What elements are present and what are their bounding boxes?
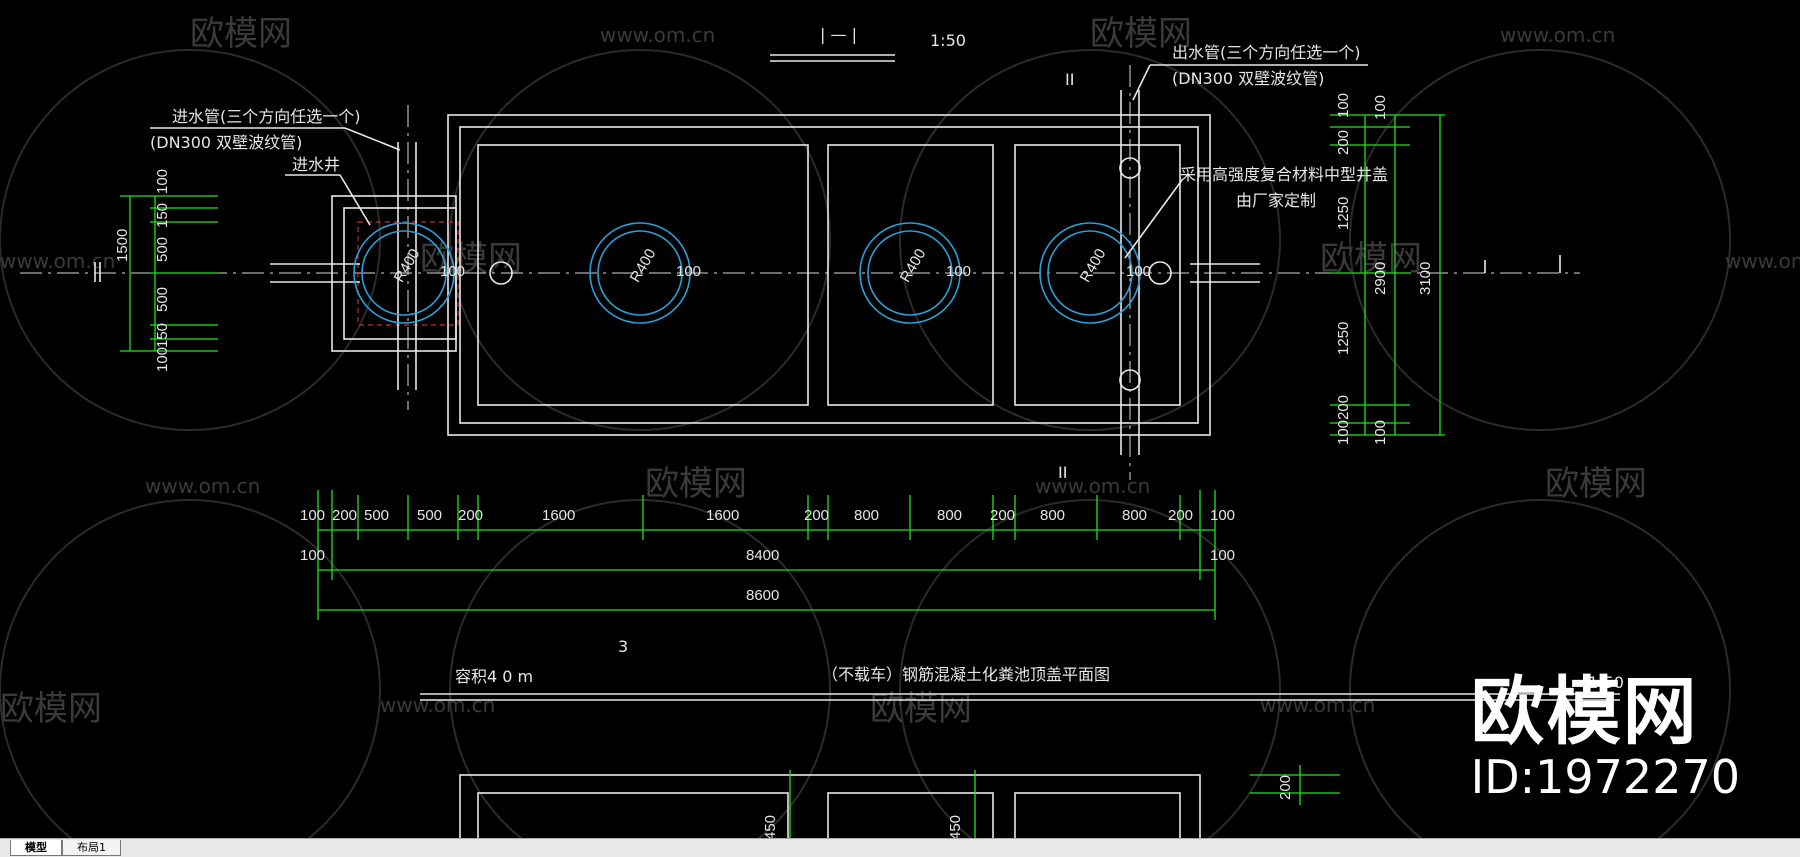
outlet-pipe-spec: (DN300 双壁波纹管)	[1172, 69, 1324, 88]
watermark-brand: 欧模网	[645, 464, 747, 504]
annotations: 进水管(三个方向任选一个) (DN300 双壁波纹管) 进水井 出水管(三个方向…	[150, 43, 1388, 259]
drawing-title: 容积4 0 m 3 （不载车）钢筋混凝土化粪池顶盖平面图 1:50	[420, 637, 1624, 701]
svg-text:1600: 1600	[542, 507, 575, 524]
svg-text:500: 500	[154, 237, 171, 262]
svg-text:500: 500	[364, 507, 389, 524]
watermark-url: www.om.cn	[0, 249, 115, 273]
watermark-url: www.om.cn	[1260, 693, 1375, 717]
section-scale: 1:50	[930, 31, 966, 50]
svg-text:R400: R400	[1077, 246, 1110, 286]
svg-text:450: 450	[762, 815, 779, 838]
tank-plan	[270, 90, 1260, 455]
svg-text:450: 450	[947, 815, 964, 838]
svg-text:100: 100	[1335, 420, 1352, 445]
svg-text:100: 100	[1210, 547, 1235, 564]
svg-text:200: 200	[332, 507, 357, 524]
svg-text:500: 500	[417, 507, 442, 524]
watermark-logo: 欧模网	[1470, 669, 1699, 755]
svg-text:100: 100	[440, 263, 465, 280]
cover-note: 由厂家定制	[1236, 191, 1316, 210]
watermark-url: www.om.cn	[145, 474, 260, 498]
section-mark: | — |	[820, 25, 857, 44]
svg-text:800: 800	[854, 507, 879, 524]
svg-text:100: 100	[1372, 95, 1389, 120]
section-mark-side: II	[1058, 463, 1067, 482]
section-mark-side: II	[1065, 70, 1074, 89]
svg-text:200: 200	[458, 507, 483, 524]
svg-text:100: 100	[1210, 507, 1235, 524]
watermark-brand: 欧模网	[420, 239, 522, 279]
svg-text:100: 100	[300, 547, 325, 564]
inlet-pipe-label: 进水管(三个方向任选一个)	[172, 107, 361, 126]
bottom-dimensions: 100 200 500 500 200 1600 1600 200 800 80…	[300, 490, 1235, 620]
svg-text:100: 100	[946, 263, 971, 280]
title-superscript: 3	[618, 637, 628, 656]
svg-text:8400: 8400	[746, 547, 779, 564]
manhole-covers	[353, 222, 1141, 324]
svg-text:150: 150	[154, 323, 171, 348]
svg-text:800: 800	[937, 507, 962, 524]
svg-text:100: 100	[1126, 263, 1151, 280]
svg-text:800: 800	[1040, 507, 1065, 524]
svg-text:1600: 1600	[706, 507, 739, 524]
watermark-circles	[0, 49, 1731, 838]
watermark-url: www.om.cn	[1725, 249, 1800, 273]
svg-text:200: 200	[804, 507, 829, 524]
cover-note: 采用高强度复合材料中型井盖	[1180, 165, 1388, 184]
watermark-brand: 欧模网	[1320, 239, 1422, 279]
watermark-brand: 欧模网	[870, 689, 972, 729]
svg-text:150: 150	[154, 203, 171, 228]
title-right: （不载车）钢筋混凝土化粪池顶盖平面图	[822, 665, 1110, 684]
svg-text:200: 200	[1335, 130, 1352, 155]
svg-text:100: 100	[1372, 420, 1389, 445]
svg-text:200: 200	[1335, 395, 1352, 420]
left-dimensions: 1500 100 150 500 500 150 100	[114, 169, 218, 372]
svg-text:100: 100	[300, 507, 325, 524]
watermark-url: www.om.cn	[1035, 474, 1150, 498]
layout-tab-bar: 模型 布局1	[0, 838, 1800, 857]
svg-text:R400: R400	[391, 246, 424, 286]
svg-text:R400: R400	[627, 246, 660, 286]
svg-text:500: 500	[154, 287, 171, 312]
watermark-url: www.om.cn	[380, 693, 495, 717]
svg-text:1250: 1250	[1335, 197, 1352, 230]
watermark-brand: 欧模网	[1090, 14, 1192, 54]
watermark-url: www.om.cn	[1500, 23, 1615, 47]
svg-text:200: 200	[1168, 507, 1193, 524]
svg-text:2900: 2900	[1372, 262, 1389, 295]
svg-text:100: 100	[676, 263, 701, 280]
section-view: 450 450 200	[459, 765, 1340, 838]
watermark-brand-block: 欧模网 ID:1972270	[1471, 672, 1740, 802]
svg-text:200: 200	[1277, 775, 1294, 800]
svg-text:200: 200	[990, 507, 1015, 524]
cad-drawing-canvas[interactable]: 欧模网 www.om.cn 欧模网 www.om.cn www.om.cn 欧模…	[0, 0, 1800, 838]
svg-text:800: 800	[1122, 507, 1147, 524]
right-dimensions: 100 200 1250 1250 200 100 100 2900 100 3…	[1330, 93, 1445, 445]
title-left: 容积4 0 m	[455, 667, 533, 686]
watermark-id: ID:1972270	[1470, 750, 1740, 804]
svg-text:3100: 3100	[1417, 262, 1434, 295]
watermark-texts: 欧模网 www.om.cn 欧模网 www.om.cn www.om.cn 欧模…	[0, 14, 1800, 729]
tab-layout1[interactable]: 布局1	[62, 840, 121, 856]
tab-model[interactable]: 模型	[10, 840, 62, 856]
watermark-url: www.om.cn	[600, 23, 715, 47]
watermark-brand: 欧模网	[0, 689, 102, 729]
svg-text:1250: 1250	[1335, 322, 1352, 355]
inlet-well-label: 进水井	[292, 155, 340, 174]
watermark-brand: 欧模网	[1545, 464, 1647, 504]
svg-text:1500: 1500	[114, 229, 131, 262]
inlet-pipe-spec: (DN300 双壁波纹管)	[150, 133, 302, 152]
outlet-pipe-label: 出水管(三个方向任选一个)	[1172, 43, 1361, 62]
watermark-brand: 欧模网	[190, 14, 292, 54]
svg-text:100: 100	[1335, 93, 1352, 118]
svg-text:100: 100	[154, 347, 171, 372]
svg-text:100: 100	[154, 169, 171, 194]
svg-text:8600: 8600	[746, 587, 779, 604]
title-scale: 1:50	[1588, 673, 1624, 692]
